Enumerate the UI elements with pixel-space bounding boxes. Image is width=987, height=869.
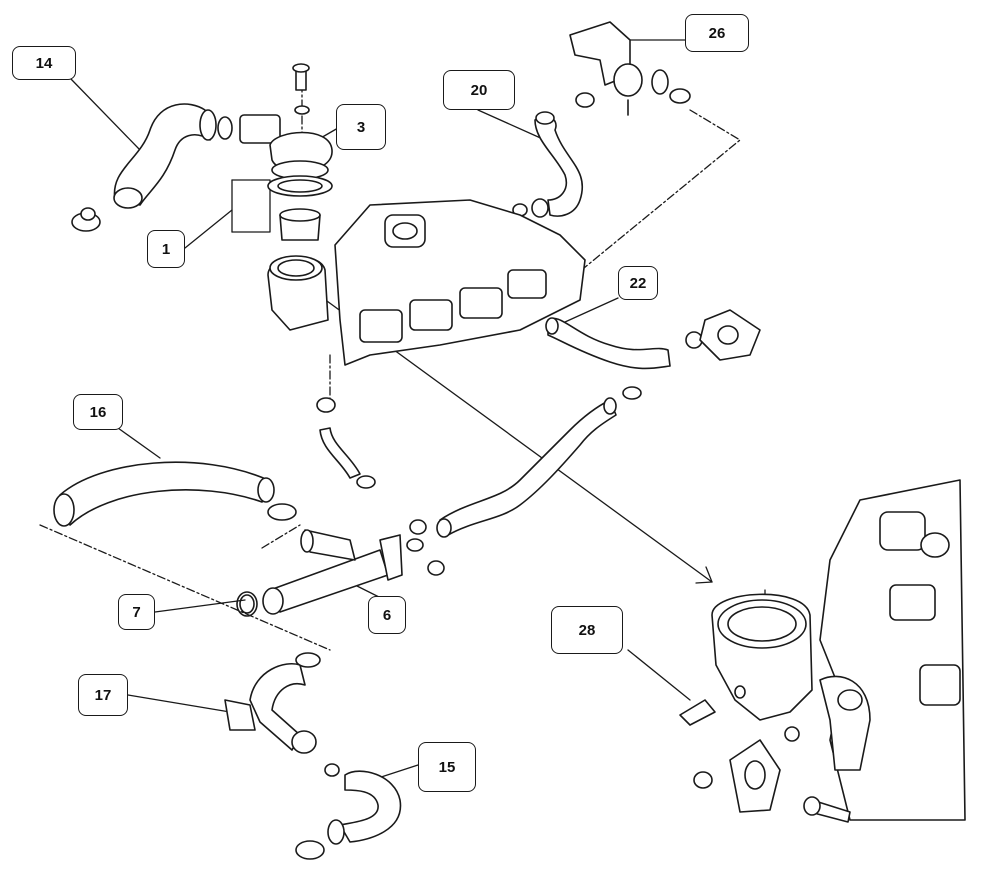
callout-22[interactable]: 22 [618, 266, 658, 300]
outlet-fitting-26 [569, 21, 691, 116]
callout-28[interactable]: 28 [551, 606, 623, 654]
long-pipe [409, 386, 642, 538]
pipe-6 [262, 529, 445, 615]
pipe-17 [224, 652, 321, 754]
callout-7[interactable]: 7 [118, 594, 155, 630]
callout-15[interactable]: 15 [418, 742, 476, 792]
bypass-hose [316, 397, 376, 489]
hose-14 [71, 103, 233, 232]
hose-16 [53, 461, 297, 527]
hose-22 [545, 309, 761, 370]
detail-view-housing [679, 479, 966, 823]
intake-manifold-upper [267, 199, 586, 366]
callout-26[interactable]: 26 [685, 14, 749, 52]
callout-14[interactable]: 14 [12, 46, 76, 80]
callout-16[interactable]: 16 [73, 394, 123, 430]
callout-20[interactable]: 20 [443, 70, 515, 110]
hose-20 [512, 111, 583, 218]
hose-15 [295, 763, 402, 860]
callout-1[interactable]: 1 [147, 230, 185, 268]
callout-17[interactable]: 17 [78, 674, 128, 716]
callout-3[interactable]: 3 [336, 104, 386, 150]
thermostat-assembly [239, 63, 333, 241]
callout-6[interactable]: 6 [368, 596, 406, 634]
o-ring-7 [236, 591, 258, 617]
leader-lines [39, 39, 766, 779]
